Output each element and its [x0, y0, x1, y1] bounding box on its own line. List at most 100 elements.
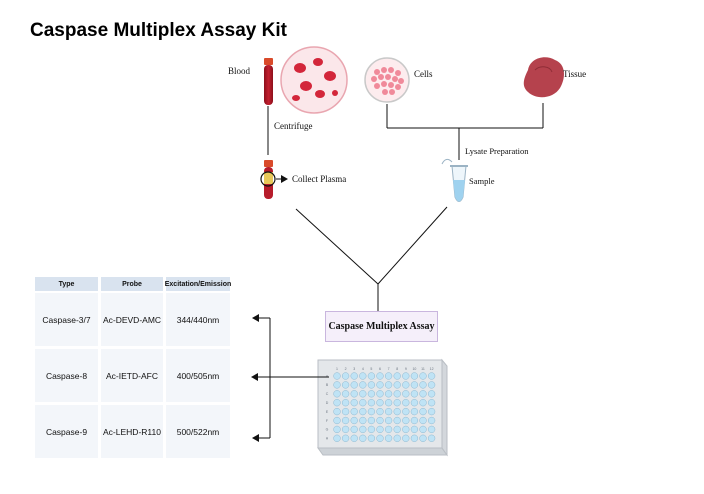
plate-well [376, 434, 384, 442]
plate-row-label: H [326, 437, 329, 441]
sample-tube-icon [441, 158, 468, 202]
plate-well [376, 425, 384, 434]
plate-well [350, 425, 358, 434]
plate-well [350, 416, 358, 425]
table-cell-probe: Ac-IETD-AFC [101, 349, 163, 402]
plate-well [419, 416, 427, 425]
plate-column-label: 2 [345, 367, 347, 371]
plate-well [402, 425, 410, 434]
plate-well [341, 390, 350, 398]
plate-well [393, 407, 401, 416]
table-header-excitation: Excitation/Emission [165, 277, 231, 291]
table-cell-type: Caspase-3/7 [35, 293, 98, 346]
plate-well [367, 416, 376, 425]
cells-label: Cells [414, 69, 433, 79]
plate-well [410, 416, 419, 425]
table-cell-type: Caspase-8 [35, 349, 98, 402]
plate-well [350, 407, 358, 416]
collect-plasma-label: Collect Plasma [292, 174, 347, 184]
plate-well [419, 381, 427, 389]
plate-well [367, 425, 376, 434]
plate-well [359, 416, 367, 425]
plate-well [419, 407, 427, 416]
plate-well [367, 407, 376, 416]
plate-column-label: 4 [362, 367, 364, 371]
plate-well [333, 390, 341, 398]
plate-well [376, 372, 384, 380]
cells-dish-icon [364, 57, 410, 103]
table-cell-excitation: 400/505nm [166, 349, 230, 402]
plate-well [384, 372, 393, 380]
plate-row-label: D [326, 401, 329, 405]
plate-well [402, 434, 410, 442]
plate-well [350, 399, 358, 407]
plate-column-label: 1 [336, 367, 338, 371]
plate-column-label: 5 [370, 367, 372, 371]
plate-well [393, 372, 401, 380]
plate-well [384, 381, 393, 389]
table-cell-excitation: 344/440nm [166, 293, 230, 346]
plate-well [350, 381, 358, 389]
blood-tube-icon [264, 58, 273, 105]
plate-column-label: 11 [421, 367, 425, 371]
plate-well [376, 399, 384, 407]
page-title: Caspase Multiplex Assay Kit [30, 20, 287, 41]
plate-well [359, 407, 367, 416]
plate-well [333, 416, 341, 425]
plate-well [341, 372, 350, 380]
plate-well [350, 390, 358, 398]
assay-label: Caspase Multiplex Assay [328, 321, 435, 332]
plate-well [410, 434, 419, 442]
plate-well [367, 381, 376, 389]
plate-well [376, 381, 384, 389]
plate-well [410, 407, 419, 416]
plate-column-label: 8 [396, 367, 398, 371]
plate-well [333, 381, 341, 389]
plate-well [393, 390, 401, 398]
plate-row-label: G [326, 428, 329, 432]
table-cell-excitation: 500/522nm [166, 405, 230, 458]
plate-well [393, 434, 401, 442]
plate-column-label: 10 [412, 367, 416, 371]
plate-well [419, 390, 427, 398]
plate-well [384, 399, 393, 407]
plate-well [367, 399, 376, 407]
plate-well [359, 425, 367, 434]
plate-well [427, 381, 436, 389]
plate-well [333, 399, 341, 407]
plate-well [393, 416, 401, 425]
plate-well [376, 416, 384, 425]
plate-well [393, 399, 401, 407]
plasma-tube-icon [260, 160, 276, 199]
plate-well [350, 372, 358, 380]
plate-well [341, 425, 350, 434]
centrifuge-label: Centrifuge [274, 121, 313, 131]
plate-well [384, 434, 393, 442]
plate-well [419, 372, 427, 380]
plate-well [410, 372, 419, 380]
plate-column-label: 7 [388, 367, 390, 371]
plate-well [393, 381, 401, 389]
plate-well [393, 425, 401, 434]
plate-row-label: B [326, 383, 329, 387]
plate-well [384, 425, 393, 434]
assay-box: Caspase Multiplex Assay [325, 311, 438, 342]
plate-well [402, 416, 410, 425]
plate-well [419, 425, 427, 434]
plate-well [410, 399, 419, 407]
plate-well [384, 390, 393, 398]
plate-well [384, 407, 393, 416]
table-header-type: Type [35, 277, 98, 291]
plate-row-label: A [326, 374, 329, 378]
plate-well [410, 381, 419, 389]
plate-well [410, 390, 419, 398]
plate-well [402, 372, 410, 380]
plate-well [341, 434, 350, 442]
plate-well [376, 390, 384, 398]
plate-well [341, 399, 350, 407]
lysate-preparation-label: Lysate Preparation [465, 146, 529, 156]
plate-well [384, 416, 393, 425]
plate-well [427, 425, 436, 434]
plate-well [402, 399, 410, 407]
